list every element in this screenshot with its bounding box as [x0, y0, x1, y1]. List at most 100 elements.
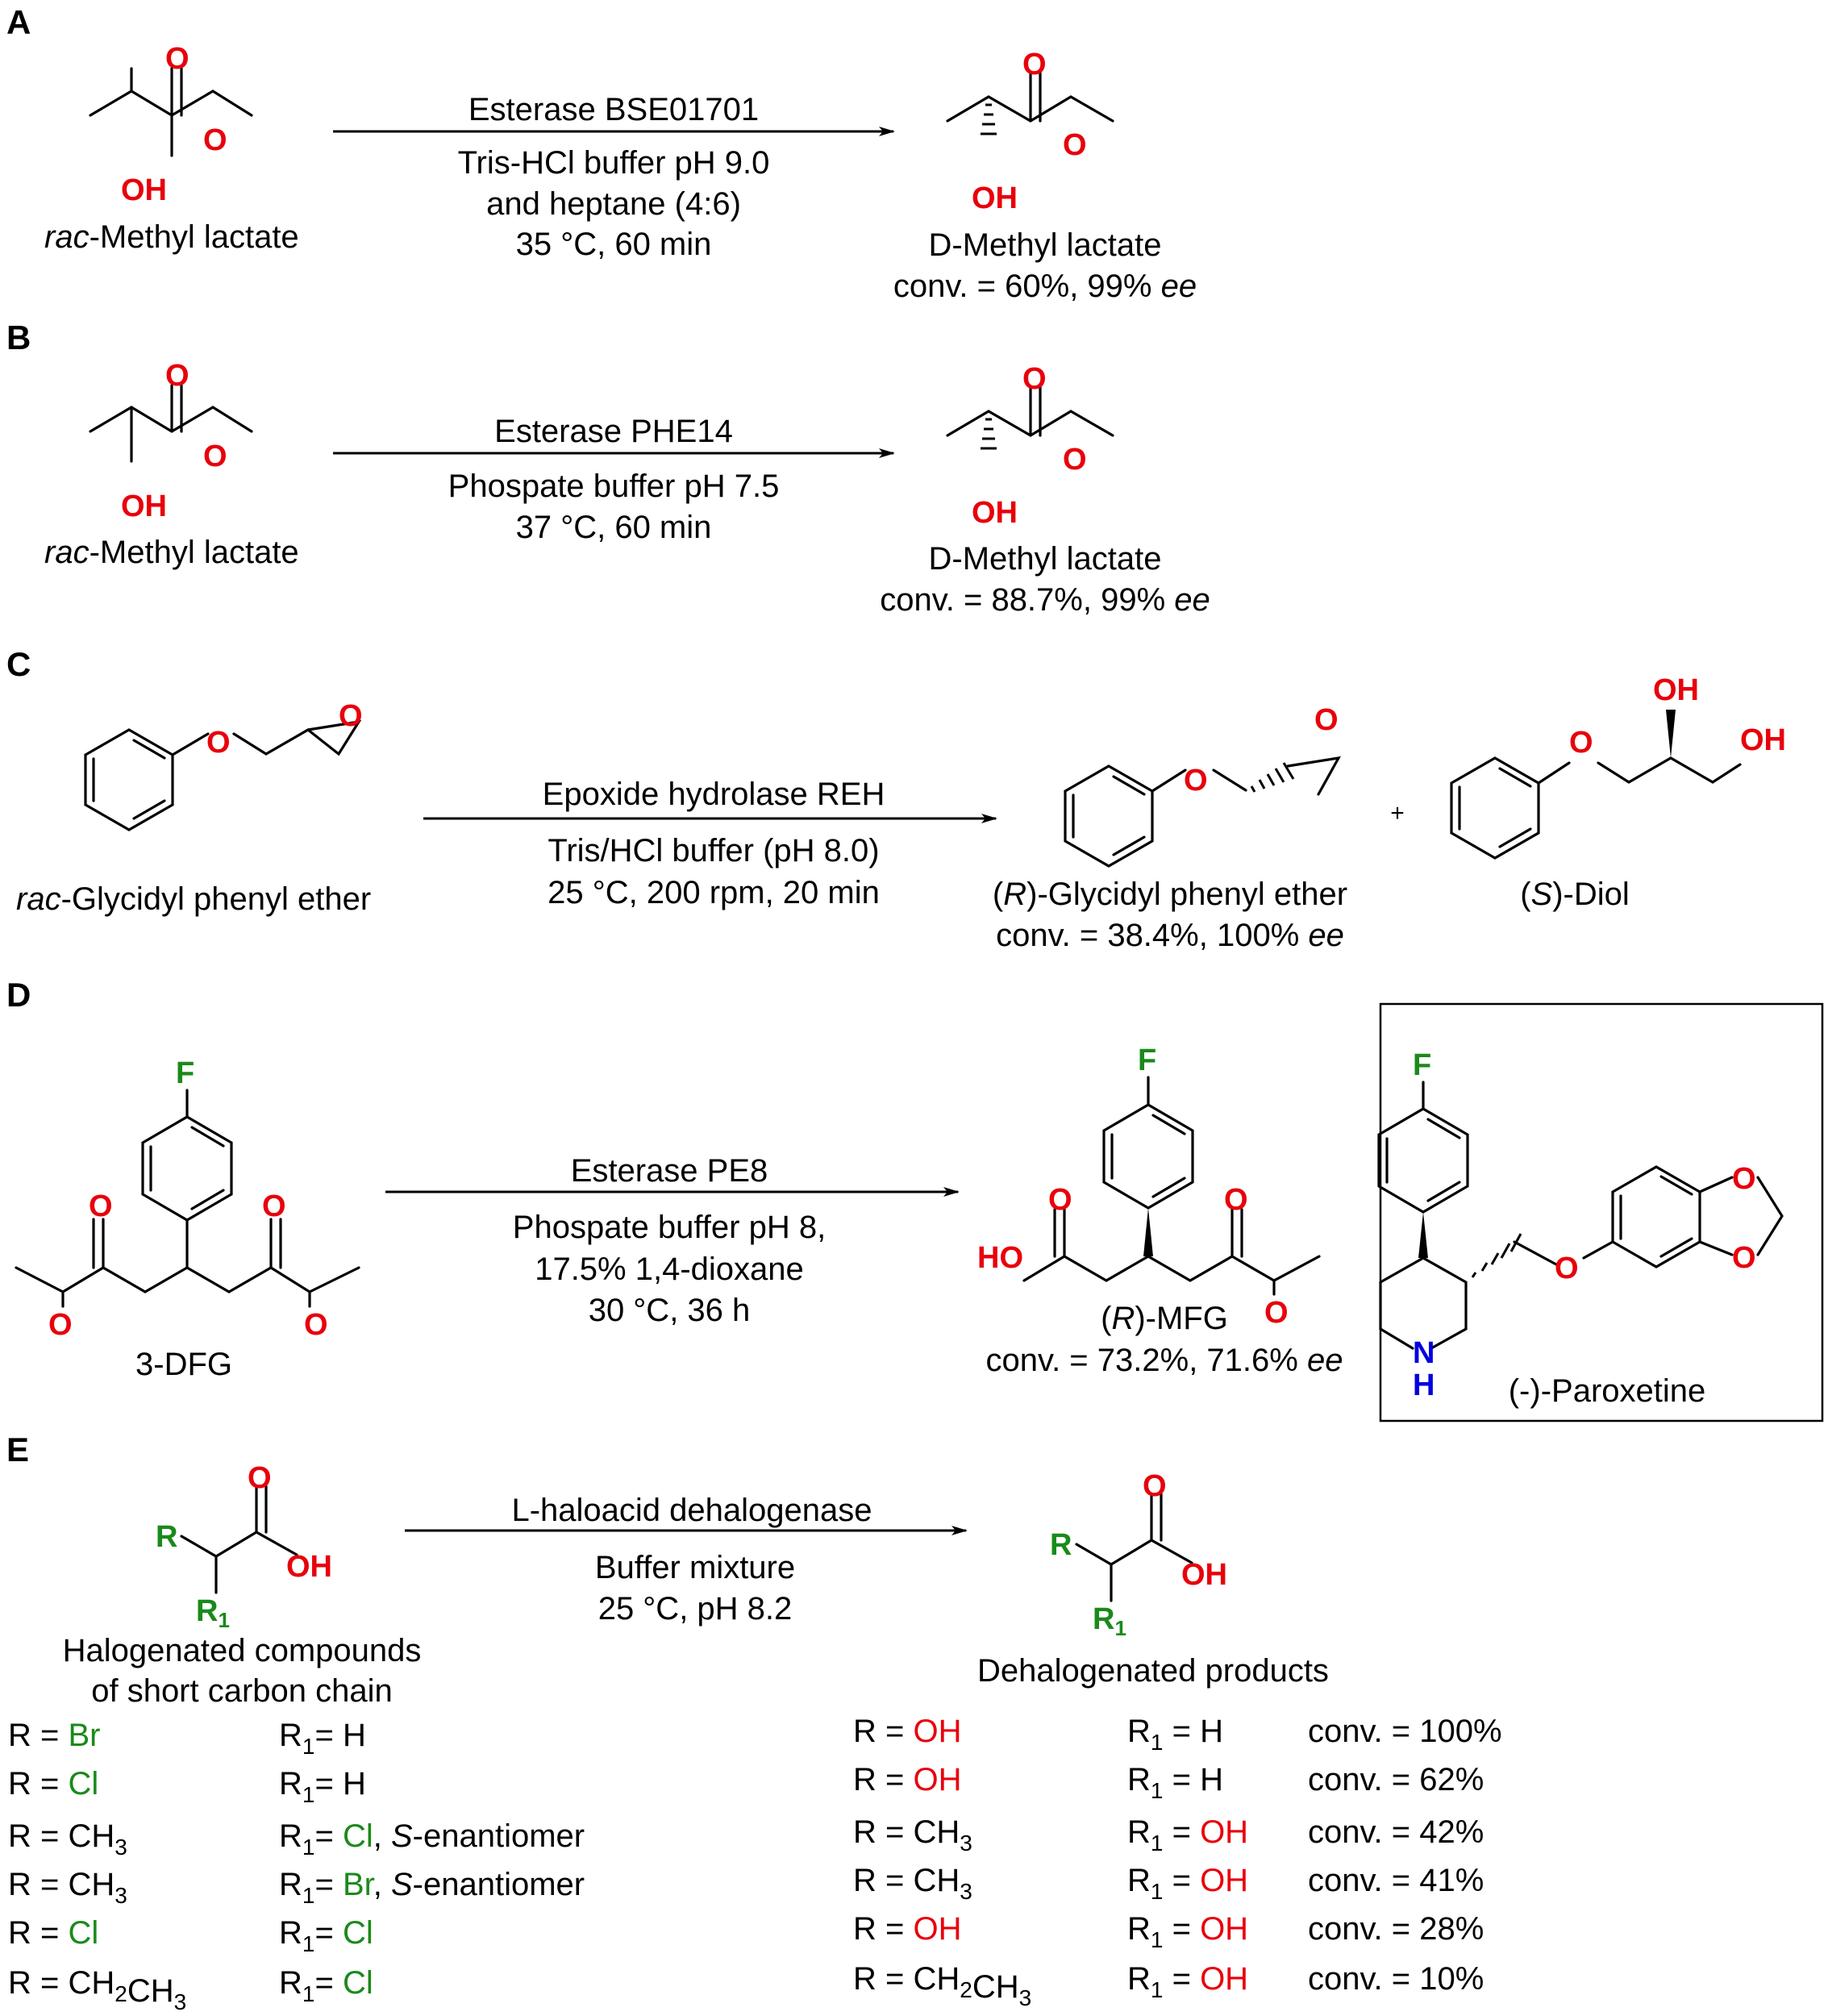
- result-d: conv. = 73.2%, 71.6% ee: [986, 1343, 1343, 1378]
- product-r-glycidyl-phenyl-ether: O O: [1064, 703, 1341, 868]
- substrate-label-d: 3-DFG: [135, 1347, 232, 1382]
- section-label-b: B: [6, 319, 31, 356]
- fluorine-atom: F: [1413, 1048, 1431, 1082]
- product-d-methyl-lactate-b: O O OH: [946, 362, 1114, 530]
- product-d-methyl-lactate-a: O O OH: [946, 48, 1114, 215]
- r-group: R: [156, 1520, 177, 1554]
- epoxide-oxygen: O: [1314, 703, 1339, 737]
- fluorine-atom: F: [176, 1056, 194, 1090]
- carboxylic-hydroxyl: OH: [286, 1550, 332, 1584]
- condition-d-1: Phospate buffer pH 8,: [513, 1210, 826, 1245]
- ether-oxygen: O: [1555, 1252, 1579, 1285]
- hydroxyl-group: OH: [972, 496, 1018, 530]
- section-label-c: C: [6, 645, 31, 683]
- product-r1-value: R1 = OH: [1127, 1863, 1248, 1904]
- plus-sign: +: [1390, 800, 1405, 827]
- fluorine-atom: F: [1138, 1043, 1156, 1077]
- product-conversion: conv. = 100%: [1308, 1714, 1502, 1749]
- substrate-r-value: R = CH2CH3: [8, 1965, 186, 2014]
- carbonyl-oxygen: O: [89, 1189, 113, 1223]
- carbonyl-oxygen: O: [1048, 1183, 1072, 1217]
- substrate-label-a: rac-Methyl lactate: [44, 219, 299, 255]
- paroxetine-box: [1379, 1002, 1824, 1422]
- substrate-methyl-lactate-b: O O OH: [89, 359, 253, 523]
- hydroxyl-group: OH: [121, 173, 167, 207]
- carbonyl-oxygen: O: [165, 359, 189, 393]
- ether-oxygen: O: [1569, 726, 1593, 760]
- product-r1-value: R1 = OH: [1127, 1814, 1248, 1856]
- substrate-label-e-1: Halogenated compounds: [63, 1633, 422, 1668]
- condition-b-1: Phospate buffer pH 7.5: [448, 469, 780, 504]
- r1-group: R1: [1093, 1602, 1126, 1640]
- substrate-r1-value: R1= Cl: [279, 1965, 373, 2006]
- condition-c-2: 25 °C, 200 rpm, 20 min: [548, 875, 880, 910]
- secondary-hydroxyl: OH: [1653, 673, 1699, 707]
- substrate-r1-value: R1= Cl: [279, 1915, 373, 1956]
- condition-c-1: Tris/HCl buffer (pH 8.0): [548, 833, 879, 868]
- product-conversion: conv. = 62%: [1308, 1762, 1484, 1797]
- enzyme-e: L-haloacid dehalogenase: [511, 1493, 872, 1528]
- section-c: C O O rac-Glycidyl phenyl ether Epoxide …: [6, 645, 1786, 953]
- ester-oxygen: O: [304, 1308, 328, 1342]
- ester-oxygen: O: [1264, 1296, 1289, 1330]
- ester-oxygen: O: [1063, 128, 1087, 162]
- substrate-3-dfg: F O O O O: [15, 1056, 360, 1342]
- carbonyl-oxygen: O: [1022, 48, 1047, 81]
- product-conversion: conv. = 41%: [1308, 1863, 1484, 1898]
- carboxylic-hydroxyl: OH: [1181, 1558, 1227, 1592]
- ester-oxygen: O: [1063, 443, 1087, 477]
- condition-e-2: 25 °C, pH 8.2: [598, 1591, 793, 1627]
- substrate-label-c: rac-Glycidyl phenyl ether: [16, 881, 371, 917]
- result-b: conv. = 88.7%, 99% ee: [880, 582, 1210, 618]
- substrate-r-value: R = CH3: [8, 1818, 127, 1860]
- amine-hydrogen: H: [1413, 1368, 1435, 1402]
- ester-oxygen: O: [203, 123, 227, 157]
- carbonyl-oxygen: O: [1143, 1469, 1167, 1503]
- substrate-r-value: R = Br: [8, 1718, 100, 1753]
- enzyme-d: Esterase PE8: [571, 1153, 768, 1189]
- product-r1-value: R1 = OH: [1127, 1961, 1248, 2002]
- primary-hydroxyl: OH: [1740, 723, 1786, 757]
- carbonyl-oxygen: O: [248, 1461, 272, 1495]
- ether-oxygen: O: [1184, 764, 1208, 798]
- product-conversion: conv. = 10%: [1308, 1961, 1484, 1997]
- result-a: conv. = 60%, 99% ee: [893, 269, 1197, 304]
- dioxole-oxygen: O: [1732, 1162, 1756, 1196]
- product-conversion: conv. = 42%: [1308, 1814, 1484, 1850]
- substrate-r-value: R = CH3: [8, 1867, 127, 1908]
- substrate-r1-value: R1= Br, S-enantiomer: [279, 1867, 585, 1908]
- condition-a-3: 35 °C, 60 min: [516, 227, 712, 262]
- paroxetine-label: (-)-Paroxetine: [1509, 1373, 1706, 1409]
- result-c: conv. = 38.4%, 100% ee: [996, 918, 1344, 953]
- substrate-methyl-lactate-a: O O OH: [89, 42, 253, 207]
- carbonyl-oxygen: O: [165, 42, 189, 76]
- section-d: D F O O O O 3-DFG Esterase PE8 Phospate …: [6, 976, 1824, 1422]
- substrate-r-value: R = Cl: [8, 1766, 98, 1801]
- product-label-c2: (S)-Diol: [1520, 877, 1630, 912]
- section-label-d: D: [6, 976, 31, 1014]
- paroxetine-structure: F O O O N H: [1377, 1048, 1784, 1402]
- product-r-value: R = OH: [853, 1714, 961, 1749]
- product-s-diol: O OH OH: [1450, 673, 1786, 860]
- dioxole-oxygen: O: [1732, 1241, 1756, 1275]
- product-r-mfg: F O HO O O: [977, 1043, 1321, 1330]
- substrate-r1-value: R1= H: [279, 1718, 366, 1759]
- section-a: A O O OH rac-Methyl lactate Esterase BSE…: [6, 3, 1197, 304]
- substrate-r1-value: R1= H: [279, 1766, 366, 1807]
- section-e: E R O OH R1 Halogenated compounds of sho…: [6, 1431, 1502, 2014]
- condition-b-2: 37 °C, 60 min: [516, 510, 712, 545]
- condition-e-1: Buffer mixture: [595, 1550, 795, 1585]
- substrate-r-value: R = Cl: [8, 1915, 98, 1951]
- enzyme-c: Epoxide hydrolase REH: [543, 777, 885, 812]
- condition-d-3: 30 °C, 36 h: [589, 1293, 751, 1328]
- product-label-a: D-Methyl lactate: [929, 227, 1162, 263]
- substrate-glycidyl-phenyl-ether: O O: [84, 699, 363, 831]
- product-r1-value: R1 = OH: [1127, 1911, 1248, 1952]
- carbonyl-oxygen: O: [1224, 1183, 1248, 1217]
- section-label-e: E: [6, 1431, 29, 1468]
- ester-oxygen: O: [48, 1308, 73, 1342]
- epoxide-oxygen: O: [339, 699, 363, 733]
